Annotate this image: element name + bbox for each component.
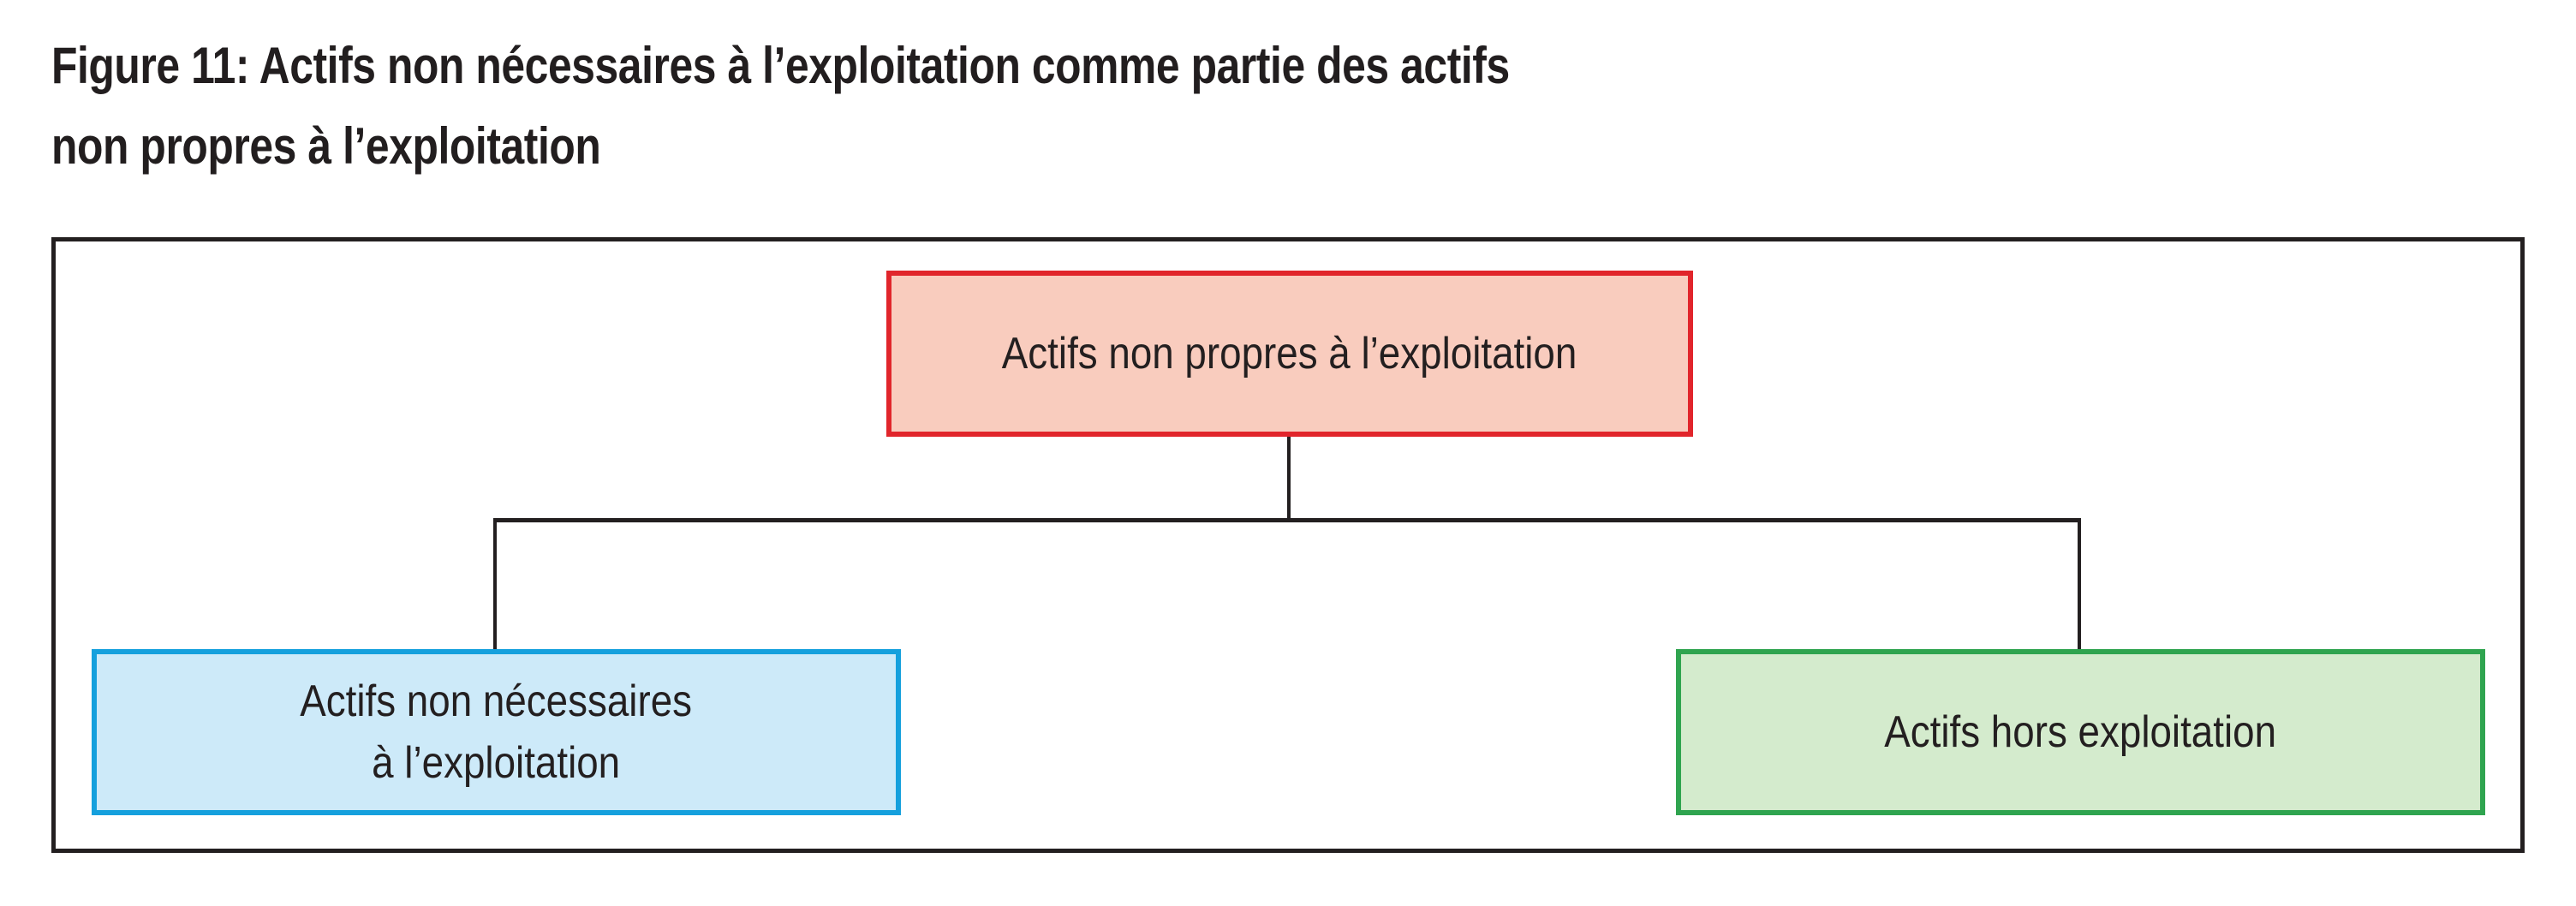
figure-title-line-1: Figure 11: Actifs non nécessaires à l’ex…	[51, 37, 1510, 94]
node-actifs-non-propres-exploitation: Actifs non propres à l’exploitation	[886, 271, 1693, 437]
figure-title: Figure 11: Actifs non nécessaires à l’ex…	[51, 26, 1899, 187]
node-child-right-label: Actifs hors exploitation	[1884, 707, 2277, 757]
connector-to-child-left	[493, 518, 497, 651]
node-parent-label: Actifs non propres à l’exploitation	[1002, 329, 1577, 378]
connector-to-child-right	[2078, 518, 2081, 651]
node-child-left-label: Actifs non nécessaires à l’exploitation	[300, 677, 693, 788]
node-actifs-non-necessaires-exploitation: Actifs non nécessaires à l’exploitation	[92, 649, 901, 815]
figure-title-line-2: non propres à l’exploitation	[51, 117, 601, 175]
connector-horizontal-bar	[493, 518, 2081, 522]
connector-parent-stem	[1287, 437, 1291, 522]
node-actifs-hors-exploitation: Actifs hors exploitation	[1676, 649, 2485, 815]
